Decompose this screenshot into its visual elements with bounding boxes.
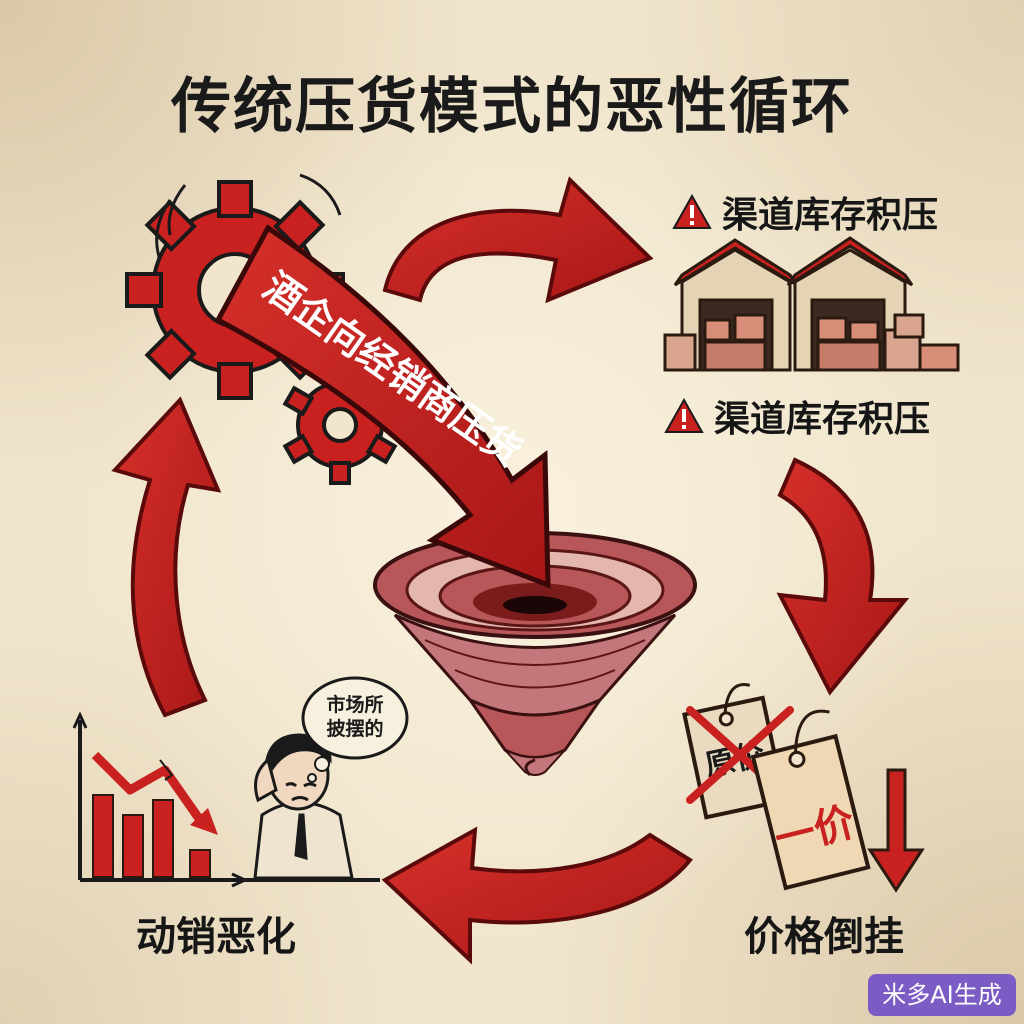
sales-decline-label: 动销恶化 [136,914,296,960]
thought-bubble-line-2: 披摆的 [326,717,383,740]
arrow-to-production [111,396,222,718]
arrow-to-sales [381,826,693,965]
watermark-badge: 米多AI生成 [868,974,1016,1016]
warning-icon [672,194,712,229]
price-inversion-label: 价格倒挂 [744,914,904,960]
channel-warning-2: 渠道库存积压 [664,390,930,442]
channel-warning-1-label: 渠道库存积压 [722,195,939,236]
arrow-to-inventory [382,176,654,304]
thought-bubble: 市场所 披摆的 [301,676,409,783]
warning-icon [664,398,704,433]
bar-chart-icon [72,711,249,888]
channel-warning-1: 渠道库存积压 [672,186,938,238]
warehouse-icon [663,236,960,372]
channel-warning-2-label: 渠道库存积压 [714,399,931,440]
tornado-icon [373,531,697,777]
page-title: 传统压货模式的恶性循环 [171,72,853,142]
main-push-arrow [214,224,551,589]
thought-bubble-line-1: 市场所 [326,693,383,716]
arrow-to-price [776,457,910,696]
motion-lines [155,173,342,261]
stressed-person-icon [240,733,380,882]
down-arrow-icon [867,768,925,893]
price-tag-icon: 原价 一价 [682,683,871,891]
